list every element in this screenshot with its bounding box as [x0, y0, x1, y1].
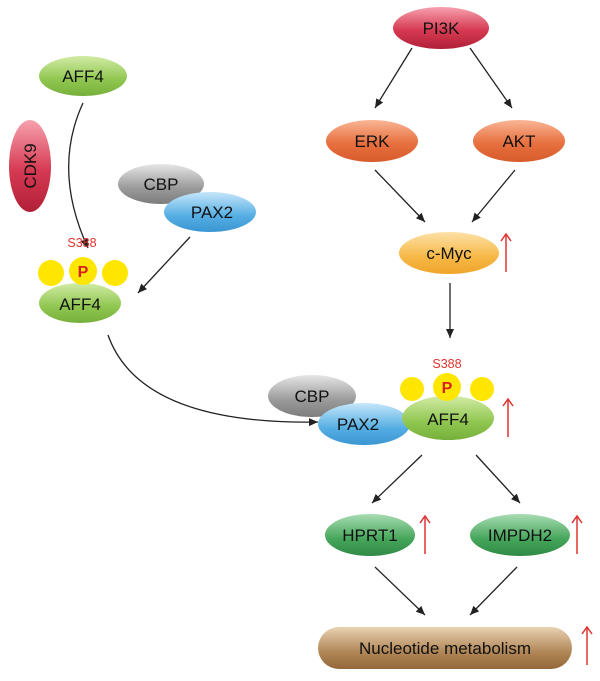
nucleotide-metabolism-label: Nucleotide metabolism [359, 639, 531, 658]
cmyc-node: c-Myc [399, 232, 499, 274]
cbp-left-label: CBP [144, 175, 179, 194]
phospho-p-center: P [442, 380, 453, 397]
phospho-dot-center-2 [433, 373, 461, 401]
edge-pax2-aff4-left [137, 236, 191, 294]
edge-pi3k-akt [469, 47, 513, 109]
cbp-left-node: CBP [118, 164, 204, 204]
akt-label: AKT [502, 132, 535, 151]
edge-impdh2-nucleotide [469, 566, 518, 616]
edge-pi3k-erk [374, 47, 413, 109]
impdh2-up-arrow-icon [571, 514, 583, 554]
aff4-top-label: AFF4 [62, 67, 104, 86]
cbp-center-label: CBP [295, 387, 330, 406]
cmyc-label: c-Myc [426, 244, 472, 263]
aff4-center-label: AFF4 [427, 410, 469, 429]
phospho-dot-left-1 [38, 260, 64, 286]
edge-akt-cmyc [471, 169, 516, 223]
erk-label: ERK [355, 132, 391, 151]
phospho-dot-left-2 [69, 257, 97, 285]
pax2-left-node: PAX2 [164, 192, 256, 232]
pax2-left-label: PAX2 [191, 203, 233, 222]
edge-aff4-left-complex [107, 334, 319, 427]
hprt1-node: HPRT1 [325, 514, 415, 556]
cdk9-node: CDK9 [9, 120, 51, 212]
phospho-dot-center-1 [400, 377, 424, 401]
pi3k-label: PI3K [423, 19, 461, 38]
edge-erk-cmyc [374, 169, 426, 223]
erk-node: ERK [326, 120, 418, 162]
cdk9-label: CDK9 [21, 143, 40, 188]
edge-complex-impdh2 [475, 454, 521, 504]
pi3k-node: PI3K [393, 7, 489, 49]
phospho-p-left: P [78, 264, 89, 281]
impdh2-label: IMPDH2 [488, 526, 552, 545]
edge-aff4-top-aff4-left [68, 102, 89, 249]
edge-complex-hprt1 [371, 454, 423, 504]
aff4-top-node: AFF4 [39, 56, 127, 96]
impdh2-node: IMPDH2 [470, 514, 570, 556]
s388-center-label: S388 [432, 357, 461, 371]
s388-left-label: S388 [67, 236, 96, 250]
akt-node: AKT [473, 120, 565, 162]
nucleotide-up-arrow-icon [581, 625, 593, 665]
aff4-left-label: AFF4 [59, 295, 101, 314]
pax2-center-label: PAX2 [337, 415, 379, 434]
phospho-dot-left-3 [102, 260, 128, 286]
phospho-dot-center-3 [470, 377, 494, 401]
complex-up-arrow-icon [502, 397, 514, 437]
edge-hprt1-nucleotide [374, 566, 426, 616]
hprt1-up-arrow-icon [419, 514, 431, 554]
hprt1-label: HPRT1 [342, 526, 397, 545]
nucleotide-metabolism-node: Nucleotide metabolism [318, 627, 572, 669]
cmyc-up-arrow-icon [500, 232, 512, 272]
central-complex: CBP PAX2 S388 P AFF4 [268, 357, 494, 445]
phospho-aff4-left-complex: S388 P AFF4 [38, 236, 128, 323]
